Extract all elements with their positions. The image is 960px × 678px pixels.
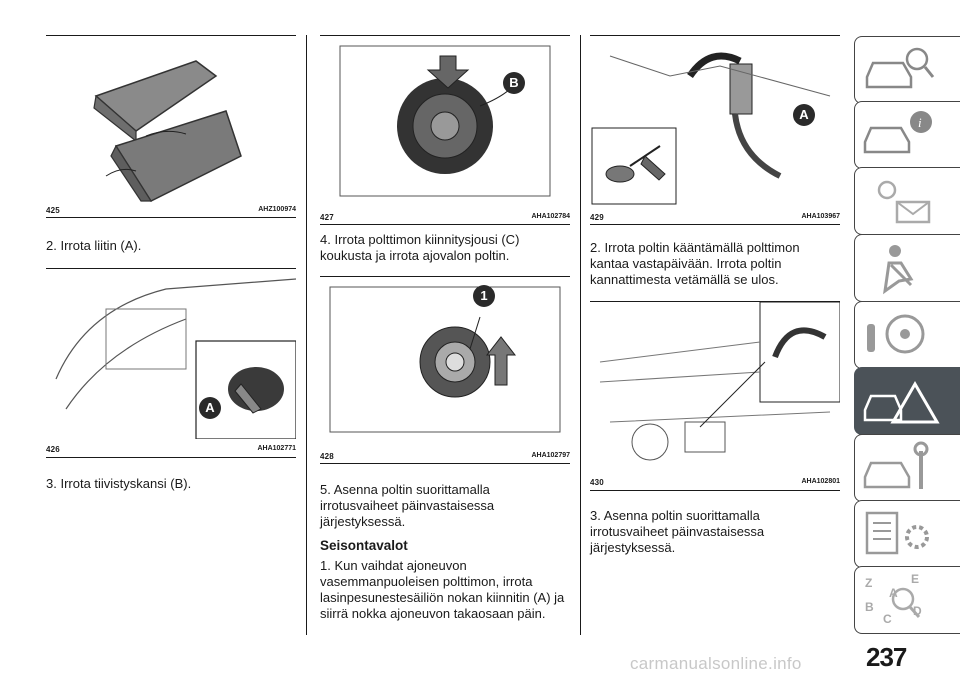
tab-car-info[interactable]: i bbox=[854, 101, 960, 169]
figure-number: 430 bbox=[590, 478, 604, 487]
warning-lights-mail-icon bbox=[877, 180, 931, 224]
car-info-icon: i bbox=[863, 111, 932, 154]
tab-car-magnifier[interactable] bbox=[854, 36, 960, 104]
steering-key-icon bbox=[867, 314, 925, 354]
instruction-text: 4. Irrota polttimon kiinnitysjousi (C) k… bbox=[320, 232, 520, 263]
callout-1: 1 bbox=[473, 285, 495, 307]
figure-425-coolant-box bbox=[46, 36, 296, 202]
figure-number: 429 bbox=[590, 213, 604, 222]
figure-code: AHA102784 bbox=[531, 213, 570, 220]
figure-430-engine-bay bbox=[590, 302, 840, 470]
figure-number: 428 bbox=[320, 452, 334, 461]
engine-bay-illustration bbox=[599, 302, 840, 461]
tab-steering-key[interactable] bbox=[854, 301, 960, 369]
headlamp-connector-illustration bbox=[55, 278, 296, 439]
svg-text:D: D bbox=[913, 604, 922, 618]
bulb-spring-illustration bbox=[329, 286, 561, 433]
svg-text:i: i bbox=[918, 115, 922, 130]
figure-429-side-light: A bbox=[590, 36, 840, 206]
svg-text:B: B bbox=[865, 600, 874, 614]
figure-code: AHA102801 bbox=[801, 478, 840, 485]
instruction-text: 3. Irrota tiivistyskansi (B). bbox=[46, 476, 192, 491]
figure-code: AHA102771 bbox=[257, 445, 296, 452]
figure-code: AHA103967 bbox=[801, 213, 840, 220]
tab-data-gear[interactable] bbox=[854, 500, 960, 568]
figure-code: AHZ100974 bbox=[258, 206, 296, 213]
svg-text:Z: Z bbox=[865, 576, 872, 590]
svg-text:C: C bbox=[883, 612, 892, 626]
data-gear-icon bbox=[865, 511, 929, 555]
instruction-text: 2. Irrota poltin kääntämällä polttimon k… bbox=[590, 240, 800, 287]
svg-text:E: E bbox=[911, 572, 919, 586]
callout-b: B bbox=[503, 72, 525, 94]
figure-427-headlamp-cover: B bbox=[320, 36, 570, 206]
figure-number: 425 bbox=[46, 206, 60, 215]
tab-car-warning-triangle[interactable] bbox=[854, 367, 960, 435]
figure-426-headlamp-connector: A bbox=[46, 269, 296, 439]
side-light-illustration bbox=[591, 52, 831, 205]
tab-car-wrench[interactable] bbox=[854, 434, 960, 502]
figure-number: 426 bbox=[46, 445, 60, 454]
watermark: carmanualsonline.info bbox=[630, 654, 802, 673]
car-warning-triangle-icon bbox=[863, 381, 940, 424]
instruction-text: 5. Asenna poltin suorittamalla irrotusva… bbox=[320, 482, 495, 529]
callout-a: A bbox=[793, 104, 815, 126]
car-wrench-icon bbox=[863, 441, 929, 489]
instruction-text: 3. Asenna poltin suorittamalla irrotusva… bbox=[590, 508, 765, 555]
tab-warning-lights[interactable] bbox=[854, 167, 960, 235]
headlamp-cover-illustration bbox=[339, 45, 551, 197]
tab-seat-airbag[interactable] bbox=[854, 234, 960, 302]
seat-airbag-icon bbox=[883, 245, 914, 295]
car-magnifier-icon bbox=[865, 47, 935, 89]
instruction-text: 2. Irrota liitin (A). bbox=[46, 238, 142, 253]
figure-number: 427 bbox=[320, 213, 334, 222]
section-heading: Seisontavalot bbox=[320, 538, 408, 553]
callout-a: A bbox=[199, 397, 221, 419]
instruction-text: 1. Kun vaihdat ajoneuvon vasemmanpuoleis… bbox=[320, 558, 565, 621]
figure-428-bulb-spring: 1 bbox=[320, 277, 570, 442]
fuse-box-illustration bbox=[93, 60, 242, 202]
page-number: 237 bbox=[866, 642, 907, 672]
figure-code: AHA102797 bbox=[531, 452, 570, 459]
